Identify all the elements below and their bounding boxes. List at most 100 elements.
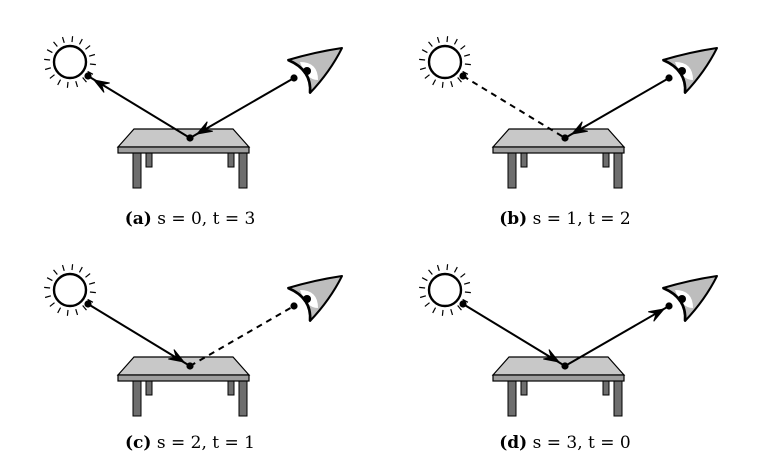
sun-ray <box>66 309 69 316</box>
sun-ray <box>457 77 462 83</box>
sun-ray <box>428 41 433 47</box>
sun-ray <box>88 281 96 285</box>
panel-a-caption: (a) s = 0, t = 3 <box>0 209 380 229</box>
arrow-head <box>570 121 588 135</box>
sun-ray <box>424 302 430 307</box>
panel-c-formula: s = 2, t = 1 <box>156 433 255 453</box>
path-vertex <box>459 300 467 308</box>
eye-lid <box>662 58 687 94</box>
sun-ray <box>450 308 454 316</box>
sun-ray <box>49 302 55 307</box>
sun-ray <box>61 36 65 44</box>
table-leg <box>227 380 235 396</box>
panel-b-label: (b) <box>499 209 528 229</box>
sun-ray <box>419 58 426 61</box>
panel-c-drawing <box>44 264 343 417</box>
sun-ray <box>44 67 52 71</box>
sun-ray <box>419 67 427 71</box>
path-vertex <box>84 72 92 80</box>
table-leg <box>507 152 517 189</box>
camera-path-segment <box>564 77 670 139</box>
table-icon <box>116 356 251 417</box>
path-vertex <box>665 302 673 310</box>
sun-icon <box>419 36 471 88</box>
sun-ray <box>87 298 94 303</box>
panel-c-label: (c) <box>125 433 152 453</box>
sun-ray <box>460 45 466 50</box>
sun-icon <box>419 264 471 316</box>
sun-ray <box>463 281 471 285</box>
panel-b: (b) s = 1, t = 2 <box>375 0 755 238</box>
table-leg <box>227 152 235 168</box>
sun-ray <box>46 49 53 54</box>
table-leg <box>145 152 153 168</box>
table-leg <box>520 152 528 168</box>
path-vertex <box>459 72 467 80</box>
arrow-head <box>648 308 666 322</box>
sun-ray <box>46 277 53 282</box>
sun-ray <box>44 295 52 299</box>
table-top <box>116 356 251 376</box>
light-path-segment <box>462 303 566 367</box>
sun-ray <box>446 36 449 43</box>
sun-ray <box>419 286 426 289</box>
panel-b-formula: s = 1, t = 2 <box>532 209 631 229</box>
path-vertex <box>561 134 569 142</box>
light-path-segment <box>87 75 191 139</box>
panel-b-caption: (b) s = 1, t = 2 <box>375 209 755 229</box>
eye-icon <box>662 47 718 94</box>
table-top <box>491 128 626 148</box>
sun-ray <box>421 277 428 282</box>
table-top <box>491 356 626 376</box>
camera-path-segment <box>189 305 295 367</box>
sun-ray <box>85 45 91 50</box>
path-vertex <box>665 74 673 82</box>
eye-icon <box>287 275 343 322</box>
sun-ray <box>61 264 65 272</box>
sun-ray <box>457 305 462 311</box>
sun-ray <box>446 264 449 271</box>
camera-path-segment <box>564 305 670 367</box>
arrow-head <box>92 79 110 93</box>
sun-ray <box>57 79 62 86</box>
eye-lid <box>287 58 312 94</box>
path-vertex <box>561 362 569 370</box>
sun-ray <box>44 58 51 61</box>
light-path-segment <box>87 303 191 367</box>
table-leg <box>132 380 142 417</box>
panel-d: (d) s = 3, t = 0 <box>375 228 755 466</box>
panel-d-caption: (d) s = 3, t = 0 <box>375 433 755 453</box>
sun-ray <box>462 70 469 75</box>
table-leg <box>238 152 248 189</box>
table-leg <box>602 380 610 396</box>
sun-ray <box>419 295 427 299</box>
sun-ray <box>44 286 51 289</box>
panel-c-caption: (c) s = 2, t = 1 <box>0 433 380 453</box>
sun-ray <box>66 81 69 88</box>
sun-ray <box>88 53 96 57</box>
eye-icon <box>287 47 343 94</box>
sun-icon <box>44 36 96 88</box>
sun-ray <box>453 38 458 45</box>
table-icon <box>491 356 626 417</box>
sun-ray <box>78 266 83 273</box>
panel-d-drawing <box>419 264 718 417</box>
panel-a: (a) s = 0, t = 3 <box>0 0 380 238</box>
light-path-segment <box>462 75 566 139</box>
sun-ray <box>436 264 440 272</box>
eye-icon <box>662 275 718 322</box>
sun-ray <box>464 63 471 66</box>
panel-d-formula: s = 3, t = 0 <box>532 433 631 453</box>
sun-ray <box>428 269 433 275</box>
sun-ray <box>78 38 83 45</box>
table-edge <box>117 146 250 154</box>
arrow-head <box>168 349 186 363</box>
sun-ray <box>71 264 74 271</box>
sun-ray <box>453 266 458 273</box>
sun-ray <box>436 36 440 44</box>
arrow-head <box>195 121 213 135</box>
table-leg <box>238 380 248 417</box>
eye-lid <box>662 286 687 322</box>
sun-ray <box>424 74 430 79</box>
arrow-head <box>543 349 561 363</box>
